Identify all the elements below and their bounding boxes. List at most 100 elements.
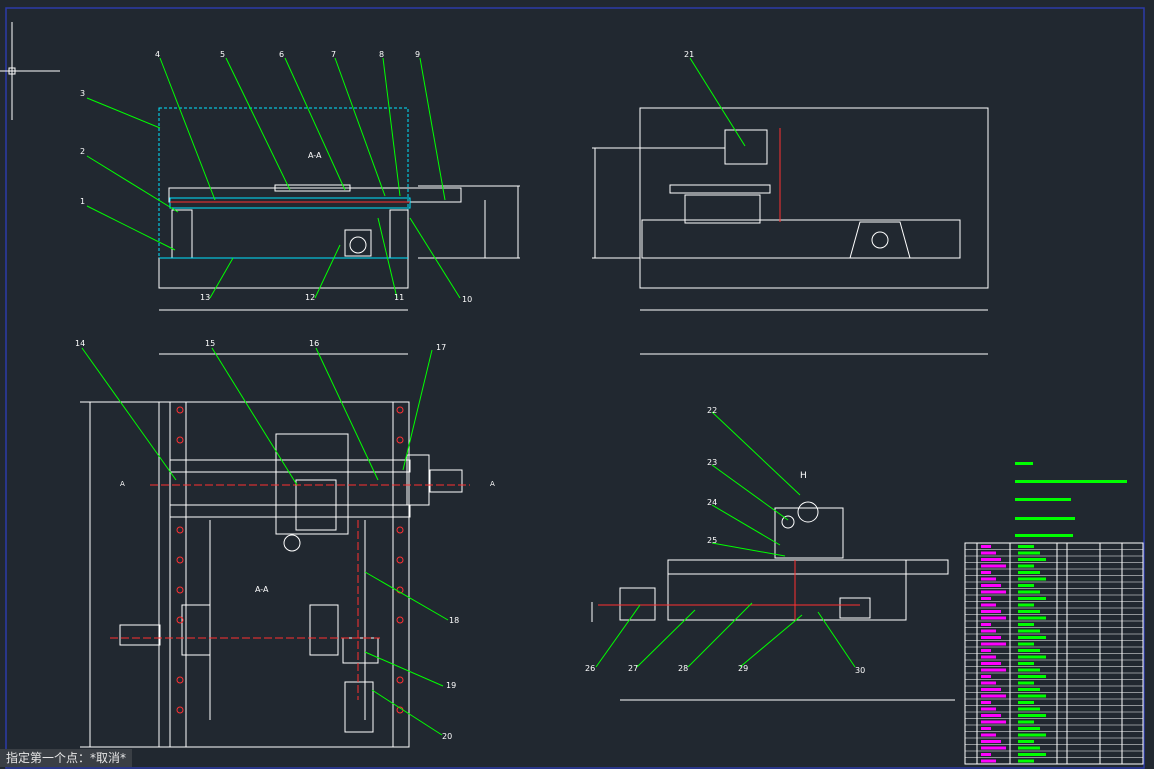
table-cell-mark <box>981 629 996 633</box>
balloon-12: 12 <box>305 293 315 302</box>
balloon-30: 30 <box>855 666 865 675</box>
plan-view-bolts <box>176 406 404 714</box>
table-cell-mark <box>981 616 1006 620</box>
balloon-22: 22 <box>707 406 717 415</box>
table-cell-mark <box>981 545 991 548</box>
balloon-9: 9 <box>415 50 420 59</box>
front-view-section-mark: A-A <box>308 151 322 160</box>
balloon-2: 2 <box>80 147 85 156</box>
balloon-26: 26 <box>585 664 595 673</box>
table-cell-mark <box>1018 746 1040 750</box>
table-cell-mark <box>1018 603 1034 607</box>
table-cell-mark <box>1018 753 1046 756</box>
plan-view-centerlines <box>110 484 470 700</box>
table-cell-mark <box>1018 727 1040 730</box>
table-cell-mark <box>1018 610 1040 613</box>
table-cell-mark <box>981 733 996 737</box>
table-cell-mark <box>1018 590 1040 594</box>
detail-view-mark: H <box>800 471 807 481</box>
table-cell-mark <box>981 675 991 678</box>
table-cell-mark <box>981 707 996 711</box>
balloon-13: 13 <box>200 293 210 302</box>
table-cell-mark <box>1018 675 1046 678</box>
table-cell-mark <box>981 688 1001 691</box>
detail-view <box>591 501 955 701</box>
table-cell-mark <box>981 597 991 600</box>
parts-list-rows <box>965 549 1143 758</box>
table-cell-mark <box>1018 720 1034 724</box>
balloon-3: 3 <box>80 89 85 98</box>
table-cell-mark <box>1018 681 1034 685</box>
table-cell-mark <box>981 662 1001 665</box>
table-cell-mark <box>981 623 991 626</box>
table-cell-mark <box>1018 649 1040 652</box>
balloon-28: 28 <box>678 664 688 673</box>
table-cell-mark <box>981 746 1006 750</box>
parts-list-text-marks <box>981 545 1046 763</box>
front-view <box>158 107 520 355</box>
side-view <box>592 107 989 355</box>
table-cell-mark <box>981 551 996 555</box>
table-cell-mark <box>1018 642 1034 646</box>
table-cell-mark <box>1018 564 1034 568</box>
table-cell-mark <box>1018 655 1046 659</box>
balloon-25: 25 <box>707 536 717 545</box>
table-cell-mark <box>981 668 1006 672</box>
command-line-prompt[interactable]: 指定第一个点：*取消* <box>0 749 133 767</box>
balloon-17: 17 <box>436 343 446 352</box>
table-cell-mark <box>1018 558 1046 561</box>
table-cell-mark <box>1018 571 1040 574</box>
balloon-21: 21 <box>684 50 694 59</box>
table-cell-mark <box>1018 577 1046 581</box>
balloon-15: 15 <box>205 339 215 348</box>
drawing-frame <box>5 7 1145 769</box>
table-cell-mark <box>981 694 1006 698</box>
table-cell-mark <box>981 655 996 659</box>
table-cell-mark <box>1018 740 1034 743</box>
table-cell-mark <box>1018 688 1040 691</box>
balloon-20: 20 <box>442 732 452 741</box>
balloon-16: 16 <box>309 339 319 348</box>
balloon-11: 11 <box>394 293 404 302</box>
table-cell-mark <box>981 727 991 730</box>
table-cell-mark <box>981 681 996 685</box>
table-cell-mark <box>981 571 991 574</box>
balloon-10: 10 <box>462 295 472 304</box>
balloon-14: 14 <box>75 339 85 348</box>
balloon-29: 29 <box>738 664 748 673</box>
table-cell-mark <box>981 642 1006 646</box>
table-cell-mark <box>981 603 996 607</box>
table-cell-mark <box>1018 636 1046 639</box>
table-cell-mark <box>981 564 1006 568</box>
table-cell-mark <box>981 649 991 652</box>
balloon-8: 8 <box>379 50 384 59</box>
table-cell-mark <box>981 740 1001 743</box>
table-cell-mark <box>1018 629 1040 633</box>
table-cell-mark <box>1018 733 1046 737</box>
table-cell-mark <box>981 753 991 756</box>
table-cell-mark <box>1018 597 1046 600</box>
balloon-18: 18 <box>449 616 459 625</box>
balloon-19: 19 <box>446 681 456 690</box>
balloon-5: 5 <box>220 50 225 59</box>
plan-view-section-mark: A-A <box>255 585 269 594</box>
table-cell-mark <box>981 584 1001 587</box>
table-cell-mark <box>1018 545 1034 548</box>
table-cell-mark <box>1018 694 1046 698</box>
table-cell-mark <box>981 590 1006 594</box>
table-cell-mark <box>981 759 996 763</box>
table-cell-mark <box>981 701 991 704</box>
plan-view-cut-left: A <box>120 480 125 488</box>
balloon-numbers: 1 2 3 4 5 6 7 8 9 10 11 12 13 14 15 16 1… <box>75 50 865 741</box>
balloon-1: 1 <box>80 197 85 206</box>
table-cell-mark <box>1018 584 1034 587</box>
crosshair-cursor-icon <box>0 22 60 120</box>
balloon-23: 23 <box>707 458 717 467</box>
balloon-7: 7 <box>331 50 336 59</box>
table-cell-mark <box>981 636 1001 639</box>
table-cell-mark <box>981 714 1001 717</box>
table-cell-mark <box>1018 668 1040 672</box>
balloon-6: 6 <box>279 50 284 59</box>
plan-view-cut-right: A <box>490 480 495 488</box>
